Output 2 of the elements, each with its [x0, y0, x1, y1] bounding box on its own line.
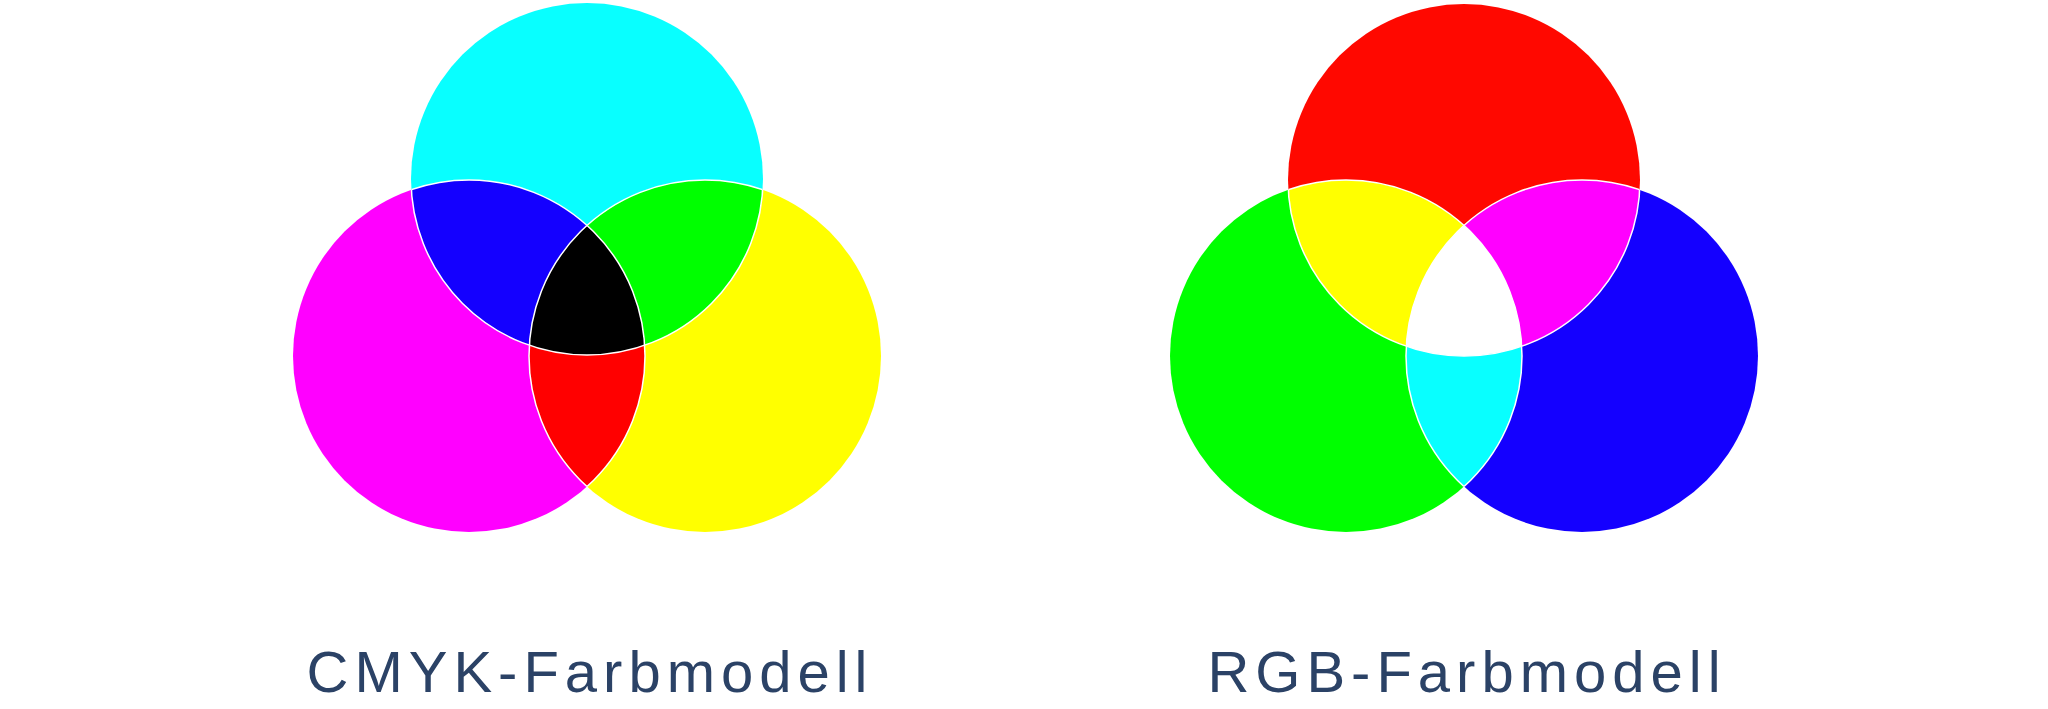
caption: CMYK-Farbmodell — [306, 643, 874, 701]
caption: RGB-Farbmodell — [1207, 643, 1727, 701]
